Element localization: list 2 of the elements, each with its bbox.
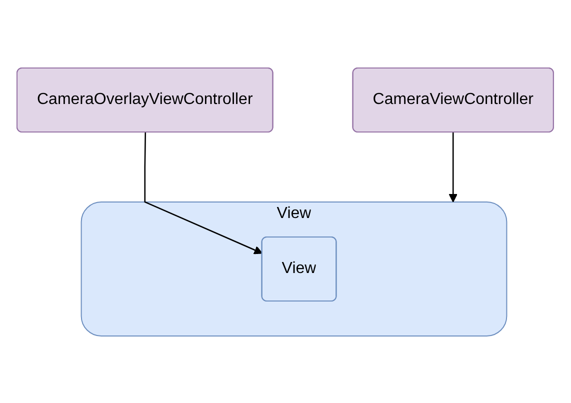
arrow [144, 132, 263, 254]
arrow [449, 132, 458, 202]
